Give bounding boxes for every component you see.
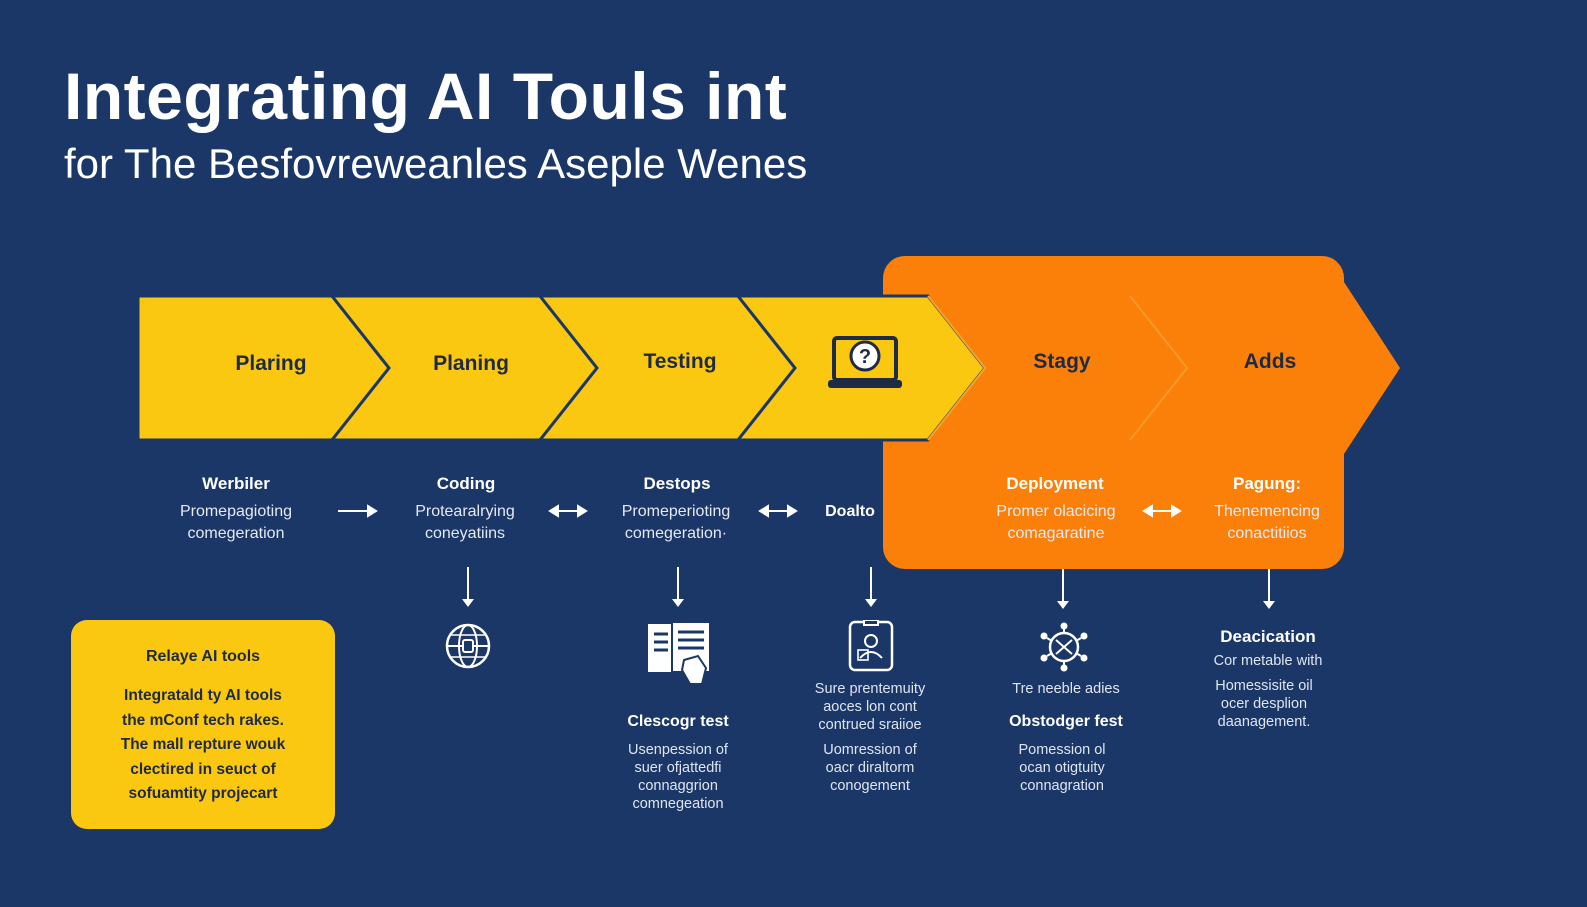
detail-toptext-4-line-3: contrued sraiioe bbox=[818, 717, 922, 733]
note-box-line-4: clectired in seuct of bbox=[130, 760, 276, 778]
down-arrow-2 bbox=[462, 567, 474, 607]
column-desc-6: Thenemencing conactitiios bbox=[1167, 501, 1367, 545]
arrow-double-3-left-head bbox=[758, 504, 769, 518]
down-arrow-3 bbox=[672, 567, 684, 607]
detail-text-3-line-3: connaggrion bbox=[638, 778, 718, 794]
detail-text-3-line-4: comnegeation bbox=[632, 796, 724, 812]
stage-label-6: Adds bbox=[1243, 350, 1297, 373]
column-desc-1-line-2: comegeration bbox=[187, 525, 285, 542]
arrow-double-4-right-head bbox=[1171, 504, 1182, 518]
note-box-line-1: Integratald ty AI tools bbox=[124, 687, 282, 704]
column-title-1: Werbiler bbox=[202, 474, 270, 493]
down-arrow-5 bbox=[1057, 569, 1069, 609]
column-desc-6-line-1: Thenemencing bbox=[1214, 503, 1320, 520]
column-desc-1: Promepagioting comegeration bbox=[136, 501, 336, 545]
detail-text-5: Pomession ol ocan otigtuity connagration bbox=[962, 741, 1162, 795]
column-title-6: Pagung: bbox=[1233, 474, 1301, 493]
detail-title-6: Deacication bbox=[1220, 627, 1316, 646]
detail-toptext-5: Tre neeble adies bbox=[1012, 681, 1120, 697]
column-desc-2-line-2: coneyatiins bbox=[424, 525, 506, 542]
stage-label-5: Stagy bbox=[1033, 350, 1091, 373]
laptop-question-icon: ? bbox=[828, 336, 902, 388]
detail-text-5-line-3: connagration bbox=[1020, 778, 1104, 794]
detail-title-5: Obstodger fest bbox=[1009, 713, 1123, 730]
note-box-line-3: The mall repture wouk bbox=[120, 736, 286, 753]
note-box-line-2: the mConf tech rakes. bbox=[122, 711, 284, 729]
column-desc-5: Promer olacicing comagaratine bbox=[956, 501, 1156, 545]
arrow-double-4-left-head bbox=[1142, 504, 1153, 518]
detail-toptext-4-line-2: aoces lon cont bbox=[823, 699, 917, 715]
stage-label-1: Plaring bbox=[235, 352, 307, 375]
stage-shape-6 bbox=[1130, 282, 1400, 454]
column-desc-5-line-1: Promer olacicing bbox=[996, 503, 1116, 520]
detail-toptext-6: Cor metable with bbox=[1213, 653, 1323, 669]
detail-toptext-4-line-1: Sure prentemuity bbox=[814, 681, 926, 697]
detail-text-6: Homessisite oil ocer desplion daanagemen… bbox=[1164, 677, 1364, 731]
note-box-line-5: sofuamtity projecart bbox=[128, 785, 278, 802]
page-title: Integrating AI Touls int bbox=[64, 59, 788, 133]
arrow-double-2-right-head bbox=[577, 504, 588, 518]
stage-divider-5 bbox=[1129, 295, 1189, 441]
stage-divider-4 bbox=[927, 295, 987, 441]
column-desc-1-line-1: Promepagioting bbox=[179, 503, 293, 520]
tablet-user-icon bbox=[848, 620, 894, 672]
detail-text-4: Uomression of oacr diraltorm conogement bbox=[770, 741, 970, 795]
document-hand-icon bbox=[648, 621, 711, 685]
column-desc-3-line-2: comegeration· bbox=[624, 525, 728, 542]
detail-text-6-line-2: ocer desplion bbox=[1220, 696, 1308, 712]
column-title-2: Coding bbox=[436, 474, 496, 493]
detail-text-3: Usenpession of suer ofjattedfi connaggri… bbox=[578, 741, 778, 813]
detail-toptext-4: Sure prentemuity aoces lon cont contrued… bbox=[770, 680, 970, 734]
detail-text-5-line-2: ocan otigtuity bbox=[1019, 760, 1105, 776]
down-arrow-6 bbox=[1263, 569, 1275, 609]
detail-text-3-line-2: suer ofjattedfi bbox=[634, 760, 722, 776]
column-desc-3-line-1: Promeperioting bbox=[621, 503, 731, 520]
detail-text-5-line-1: Pomession ol bbox=[1018, 742, 1106, 758]
arrow-double-2-left-head bbox=[548, 504, 559, 518]
arrow-double-3-right-head bbox=[787, 504, 798, 518]
ai-tools-note-box: Relaye AI tools Integratald ty AI tools … bbox=[71, 620, 335, 829]
network-hub-icon bbox=[1040, 622, 1088, 672]
column-desc-4: Doalto bbox=[825, 503, 875, 520]
detail-text-3-line-1: Usenpession of bbox=[628, 742, 728, 758]
stage-label-3: Testing bbox=[643, 350, 717, 373]
column-title-3: Destops bbox=[643, 474, 711, 493]
note-box-title: Relaye AI tools bbox=[145, 648, 261, 665]
detail-text-4-line-2: oacr diraltorm bbox=[825, 760, 915, 776]
detail-text-6-line-3: daanagement. bbox=[1217, 714, 1311, 730]
page-subtitle: for The Besfovreweanles Aseple Wenes bbox=[64, 140, 808, 187]
note-box-text: Integratald ty AI tools the mConf tech r… bbox=[71, 684, 335, 807]
detail-text-4-line-1: Uomression of bbox=[823, 742, 917, 758]
detail-text-4-line-3: conogement bbox=[830, 778, 910, 794]
stage-label-2: Planing bbox=[433, 352, 509, 375]
detail-title-3: Clescogr test bbox=[627, 713, 729, 730]
detail-text-6-line-1: Homessisite oil bbox=[1215, 678, 1313, 694]
globe-icon bbox=[445, 623, 491, 669]
arrow-right-1-head bbox=[367, 504, 378, 518]
stage-shape-5 bbox=[928, 296, 1187, 440]
column-desc-5-line-2: comagaratine bbox=[1007, 525, 1105, 542]
svg-text:?: ? bbox=[859, 346, 871, 368]
column-title-5: Deployment bbox=[1006, 474, 1104, 493]
column-desc-2-line-1: Protearalrying bbox=[415, 503, 515, 520]
column-desc-6-line-2: conactitiios bbox=[1227, 525, 1307, 542]
column-desc-2: Protearalrying coneyatiins bbox=[365, 501, 565, 545]
column-desc-3: Promeperioting comegeration· bbox=[576, 501, 776, 545]
down-arrow-4 bbox=[865, 567, 877, 607]
